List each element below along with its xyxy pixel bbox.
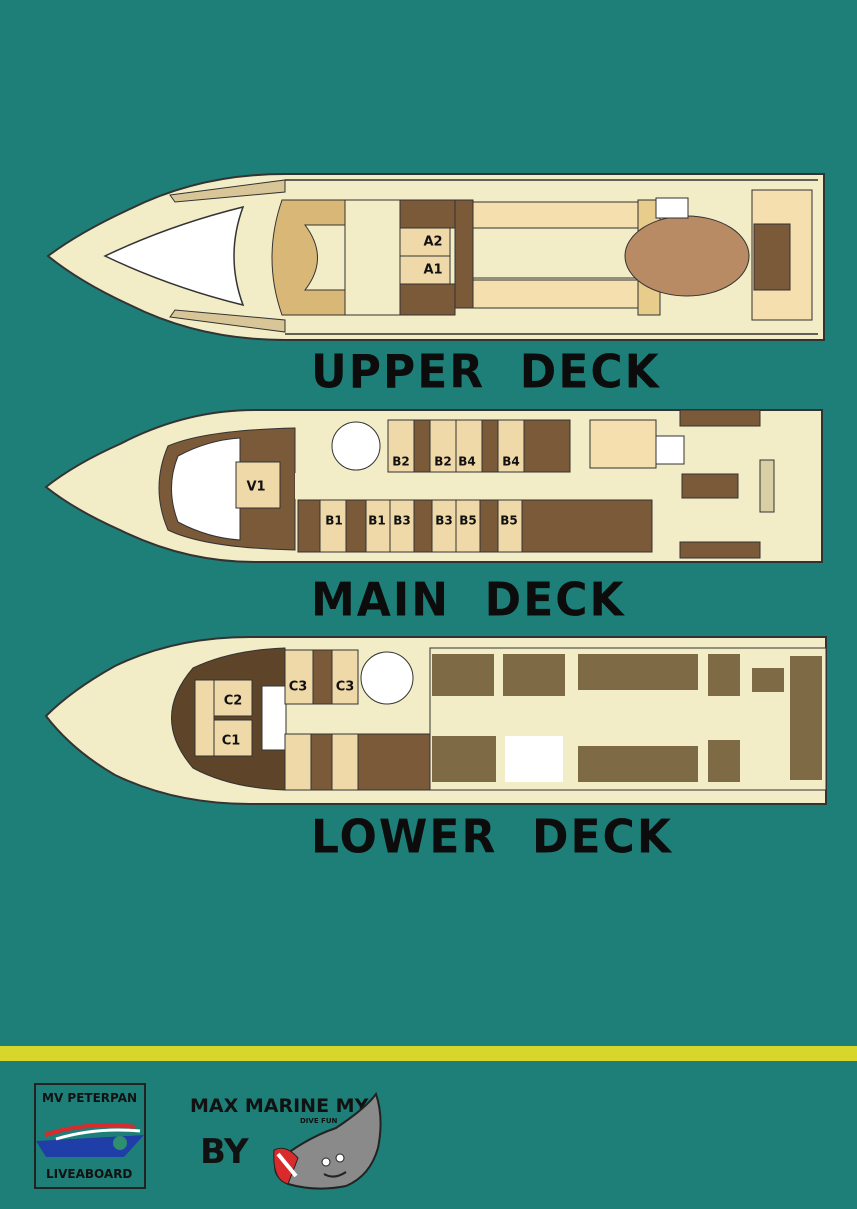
cabin-label: A2 [423,235,442,250]
upper-deck-helm [303,224,346,291]
lower-deck-tank [790,656,822,780]
lower-deck-corridor [261,685,287,751]
upper-deck-lounge-mid [472,227,639,279]
main-deck-stairs [655,435,685,465]
cabin-label: B4 [502,455,520,469]
stingray-mascot-icon [273,1091,382,1190]
lower-deck-title: LOWER DECK [311,810,673,865]
boat-logo-bottom-text: LIVEABOARD [46,1167,133,1181]
mv-peterpan-logo: MV PETERPAN LIVEABOARD [34,1083,146,1189]
main-deck-dining-table [681,473,739,499]
upper-deck-stairs [655,197,689,219]
upper-deck-divider [454,199,474,309]
cabin-label: B5 [500,514,518,528]
main-deck-bath-2 [481,419,499,473]
lower-deck-machine-8 [708,740,740,782]
main-deck-shelf-bottom [679,541,761,559]
lower-deck-cabin-c3a [284,649,314,705]
main-deck-galley [589,419,657,469]
upper-deck-corridor [344,199,401,316]
lower-deck-white-box [505,736,563,782]
main-deck-cabin-b5a [455,499,481,553]
upper-deck-aft-seat [753,223,791,291]
main-deck-shelf-top [679,409,761,427]
main-deck-cabin-b5b [497,499,523,553]
liveaboard-boat-icon [36,1123,144,1157]
upper-deck-bow-window [103,205,245,307]
lower-deck-bath-2 [310,733,333,791]
upper-deck-lounge-top [472,201,639,229]
main-deck-bath-3 [345,499,367,553]
boat-logo-top-text: MV PETERPAN [42,1091,138,1105]
lower-deck-machine-7 [578,746,698,782]
lower-deck-cabin-c1 [213,719,253,757]
lower-deck-bunk-1 [194,679,215,757]
upper-deck-lounge-bottom [472,279,639,309]
main-deck-corridor [295,473,660,499]
main-deck-cabin-b2b [429,419,457,473]
main-deck-aft-door [759,459,775,513]
lower-deck-plan: C3 C3 C2 C1 [44,636,827,805]
main-deck-bath-4 [413,499,433,553]
lower-deck-store [357,733,431,791]
cabin-label: A1 [423,263,442,278]
lower-deck-machine-6 [432,736,496,782]
main-deck-cabin-b3a [389,499,415,553]
cabin-label: B1 [368,514,386,528]
main-deck-bath-5 [479,499,499,553]
upper-deck-bath-bottom [399,283,456,316]
cabin-label: B5 [459,514,477,528]
upper-deck-bow-deck-bottom [169,309,286,333]
upper-deck-title: UPPER DECK [311,345,661,400]
main-deck-cabin-v1 [235,461,281,509]
lower-deck-machine-4 [708,654,740,696]
cabin-label: B2 [392,455,410,469]
main-deck-spiral-stair [331,421,381,471]
cabin-label: C3 [336,680,355,695]
upper-deck-bow-deck-top [169,179,286,203]
main-deck-v1-bath [297,499,321,553]
cabin-label: C2 [224,694,243,709]
lower-deck-machine-2 [503,654,565,696]
lower-deck-spiral-stair [360,651,414,705]
lower-deck-machine-5 [752,668,784,692]
lower-deck-cabin-bl [284,733,312,791]
main-deck-bath-block [521,499,653,553]
upper-deck-table [624,215,750,297]
main-deck-title: MAIN DECK [311,573,626,628]
lower-deck-bath-1 [312,649,333,705]
main-deck-bow-window [171,437,241,541]
main-deck-toilet-block [523,419,571,473]
cabin-label: C1 [222,734,241,749]
lower-deck-machine-1 [432,654,494,696]
brand-tagline: DIVE FUN [300,1117,338,1125]
by-label: BY [200,1132,249,1172]
cabin-label: C3 [289,680,308,695]
lower-deck-cabin-c2 [213,679,253,717]
upper-deck-plan: A2 A1 [46,173,825,341]
main-deck-plan: V1 B2 B2 B4 B4 B1 B1 B3 B3 B5 B5 [44,409,823,563]
cabin-label: B1 [325,514,343,528]
lower-deck-cabin-br [331,733,359,791]
cabin-label: B2 [434,455,452,469]
cabin-label: B3 [435,514,453,528]
deck-plans-drawing: A2 A1 V1 B2 B2 B4 [44,173,827,805]
main-deck-bath-1 [413,419,431,473]
cabin-label: B3 [393,514,411,528]
cabin-label: V1 [246,480,265,495]
lower-deck-machine-3 [578,654,698,690]
brand-name: MAX MARINE MY [190,1095,369,1117]
lower-deck-cabin-c3b [331,649,359,705]
upper-deck-bath-top [399,199,456,229]
divider-stripe [0,1046,857,1061]
cabin-label: B4 [458,455,476,469]
